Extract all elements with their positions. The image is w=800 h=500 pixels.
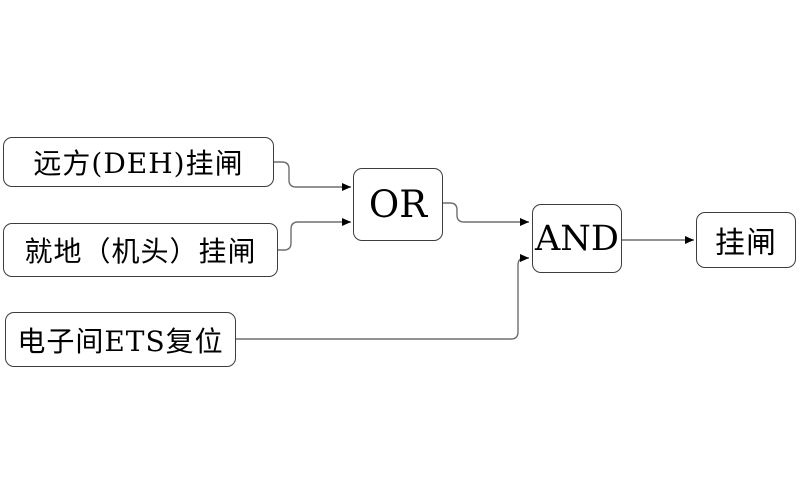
node-ets-reset: 电子间ETS复位 [5,312,236,367]
node-remote-deh-latch-label: 远方(DEH)挂闸 [33,147,244,180]
connector-local-to-or [278,218,351,251]
connector-ets-to-and [236,254,529,340]
connector-remote-to-or [274,161,351,191]
or-gate-label: OR [368,183,428,226]
node-latch-output-label: 挂闸 [715,226,777,261]
connector-or-to-and [443,202,529,226]
and-gate: AND [532,204,622,273]
node-latch-output: 挂闸 [696,212,796,268]
node-ets-reset-label: 电子间ETS复位 [17,324,224,358]
or-gate: OR [353,168,443,241]
node-remote-deh-latch: 远方(DEH)挂闸 [3,137,274,187]
node-local-head-latch-label: 就地（机头）挂闸 [24,235,257,268]
and-gate-label: AND [535,218,619,259]
node-local-head-latch: 就地（机头）挂闸 [3,223,278,277]
